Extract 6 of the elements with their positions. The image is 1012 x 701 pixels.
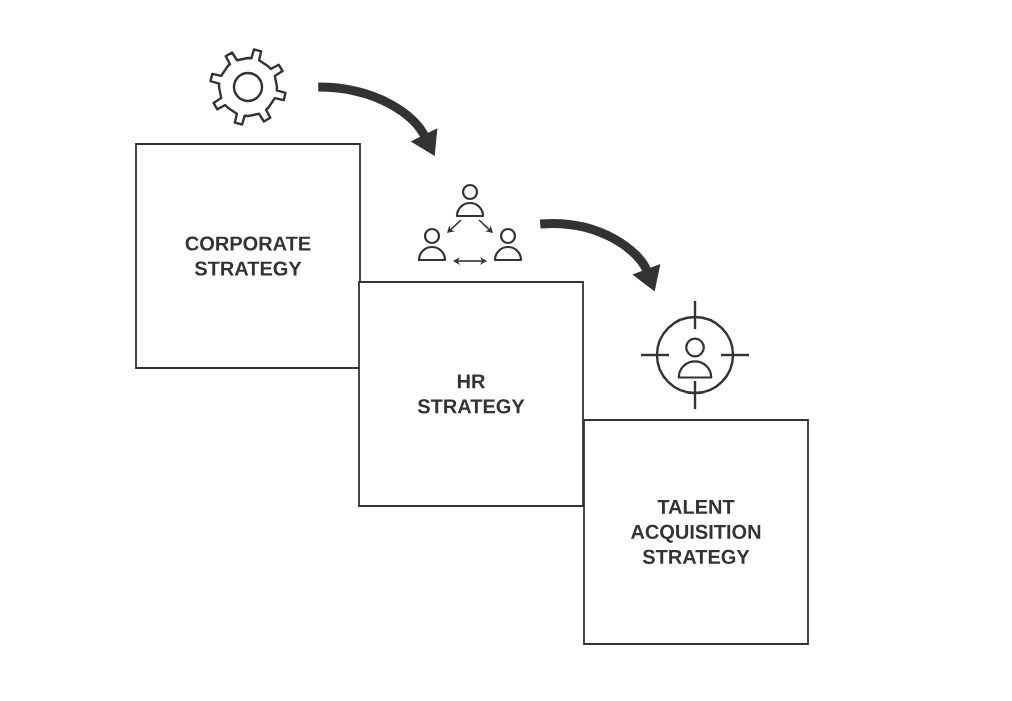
strategy-box: HR STRATEGY [358, 281, 584, 507]
strategy-box: TALENT ACQUISITION STRATEGY [583, 419, 809, 645]
strategy-box: CORPORATE STRATEGY [135, 143, 361, 369]
gear-icon [209, 48, 287, 126]
target-icon [641, 301, 749, 409]
team-icon [417, 183, 523, 266]
